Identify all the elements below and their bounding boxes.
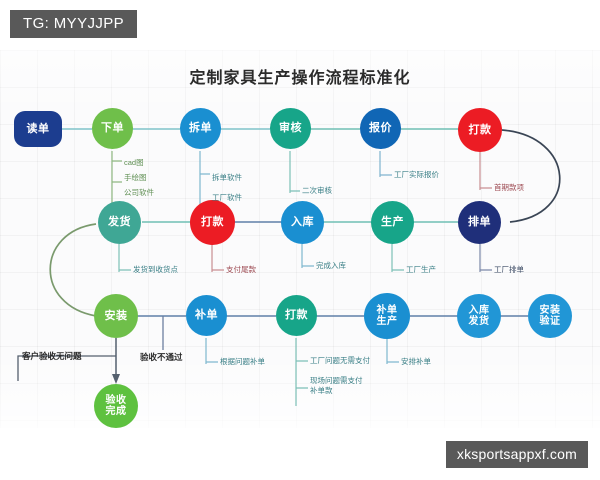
node-payment-2[interactable]: 打款 bbox=[190, 200, 235, 245]
node-label: 打款 bbox=[468, 123, 492, 136]
leaf-schedule-notes: 工厂排单 bbox=[494, 265, 524, 274]
node-label: 入库 bbox=[291, 216, 314, 229]
leaf-place-order-notes: cad图 手绘图 公司软件 bbox=[124, 158, 154, 197]
edge-label-accept-fail: 验收不通过 bbox=[140, 352, 183, 362]
edge-label-accept-ok: 客户验收无问题 bbox=[22, 351, 82, 361]
node-stock-ship[interactable]: 入库 发货 bbox=[457, 294, 501, 338]
node-label: 生产 bbox=[381, 216, 404, 229]
node-reorder[interactable]: 补单 bbox=[186, 295, 227, 336]
leaf-quote-notes: 工厂实际报价 bbox=[394, 170, 439, 179]
node-install-verify[interactable]: 安装 验证 bbox=[528, 294, 572, 338]
leaf-review-notes: 二次审核 bbox=[302, 186, 332, 195]
node-label: 打款 bbox=[285, 309, 308, 322]
node-label: 补单 生产 bbox=[376, 304, 398, 327]
node-accept-done[interactable]: 验收 完成 bbox=[94, 384, 138, 428]
tg-watermark-badge: TG: MYYJJPP bbox=[10, 10, 138, 38]
node-schedule[interactable]: 排单 bbox=[458, 201, 501, 244]
node-label: 补单 bbox=[195, 309, 218, 322]
leaf-warehouse-notes: 完成入库 bbox=[316, 261, 346, 270]
leaf-produce-notes: 工厂生产 bbox=[406, 265, 436, 274]
leaf-split-order-notes: 拆单软件 工厂软件 bbox=[212, 173, 242, 202]
node-warehouse[interactable]: 入库 bbox=[281, 201, 324, 244]
node-label: 安装 bbox=[104, 309, 128, 322]
node-label: 验收 完成 bbox=[105, 394, 127, 417]
node-quote[interactable]: 报价 bbox=[360, 108, 401, 149]
leaf-payment-3-notes: 工厂问题无需支付 现场问题需支付 补单款 bbox=[310, 356, 370, 396]
leaf-payment-1-notes: 首期款项 bbox=[494, 183, 524, 192]
node-read-order[interactable]: 读单 bbox=[14, 111, 62, 147]
leaf-ship-notes: 发货到收货点 bbox=[133, 265, 178, 274]
node-label: 安装 验证 bbox=[539, 304, 561, 327]
page-title: 定制家具生产操作流程标准化 bbox=[189, 70, 411, 87]
leaf-reorder-produce-notes: 安排补单 bbox=[401, 357, 431, 366]
node-produce[interactable]: 生产 bbox=[371, 201, 414, 244]
node-split-order[interactable]: 拆单 bbox=[180, 108, 221, 149]
connector-wires bbox=[17, 128, 561, 406]
node-label: 排单 bbox=[468, 216, 491, 229]
node-label: 入库 发货 bbox=[468, 304, 490, 327]
site-watermark-badge: xksportsappxf.com bbox=[445, 441, 588, 468]
flowchart-canvas: 定制家具生产操作流程标准化 bbox=[0, 50, 600, 428]
node-payment-1[interactable]: 打款 bbox=[458, 108, 502, 152]
node-review[interactable]: 审核 bbox=[270, 108, 311, 149]
leaf-reorder-notes: 根据问题补单 bbox=[220, 357, 265, 366]
node-label: 审核 bbox=[279, 122, 302, 135]
node-label: 拆单 bbox=[189, 122, 212, 135]
leaf-payment-2-notes: 支付尾款 bbox=[226, 265, 256, 274]
node-install[interactable]: 安装 bbox=[94, 294, 138, 338]
node-ship[interactable]: 发货 bbox=[98, 201, 141, 244]
node-label: 读单 bbox=[26, 122, 50, 135]
node-label: 下单 bbox=[101, 122, 124, 135]
node-reorder-produce[interactable]: 补单 生产 bbox=[364, 293, 410, 339]
node-payment-3[interactable]: 打款 bbox=[276, 295, 317, 336]
node-label: 报价 bbox=[369, 122, 392, 135]
node-place-order[interactable]: 下单 bbox=[92, 108, 133, 149]
node-label: 发货 bbox=[108, 216, 131, 229]
node-label: 打款 bbox=[201, 216, 224, 229]
